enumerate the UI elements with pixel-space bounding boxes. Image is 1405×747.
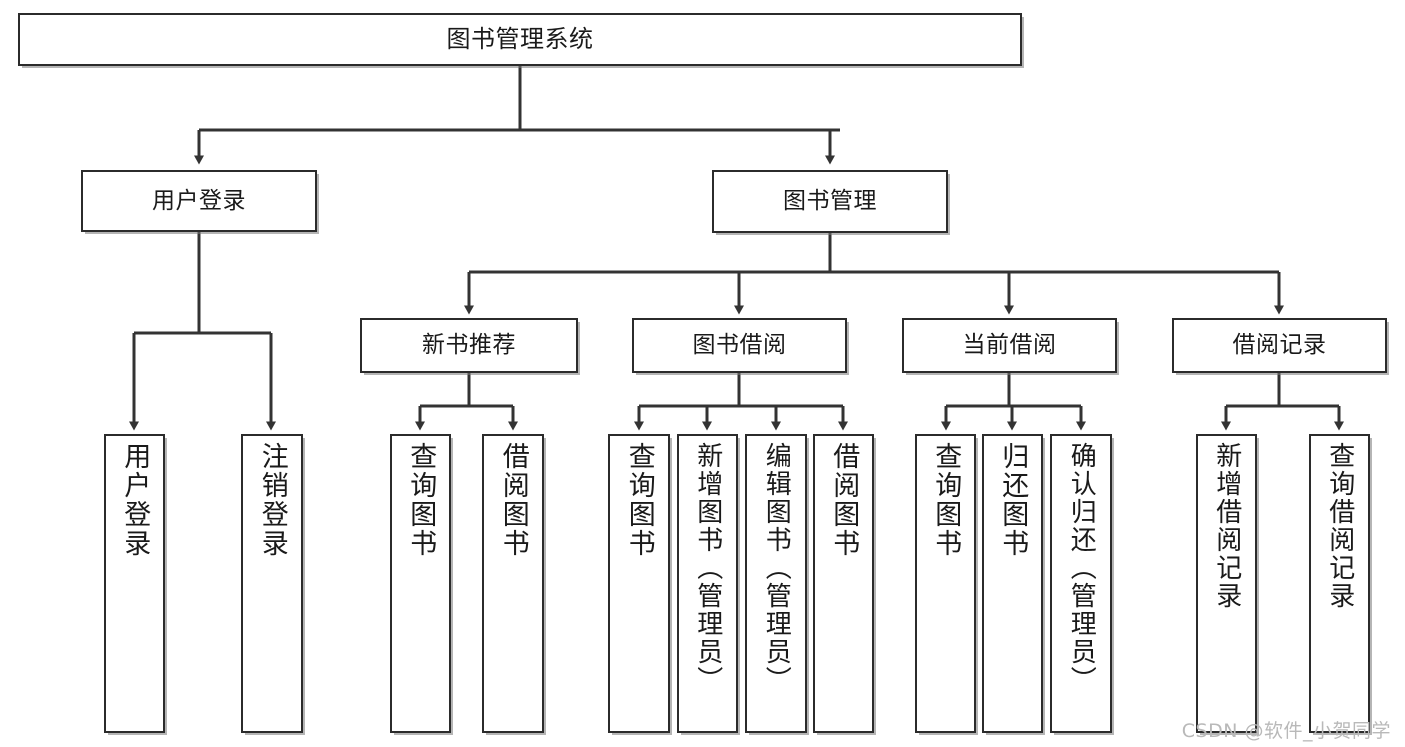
node-borrow-record[interactable]: 借阅记录	[1172, 318, 1387, 373]
node-label: 查询图书	[405, 442, 437, 558]
node-root-book-management-system[interactable]: 图书管理系统	[18, 13, 1022, 66]
leaf-book-borrow-query[interactable]: 查询图书	[608, 434, 670, 733]
leaf-current-borrow-confirm-admin[interactable]: 确认归还（管理员）	[1050, 434, 1112, 733]
node-label: 注销登录	[256, 442, 288, 558]
node-label: 借阅图书	[828, 442, 860, 558]
node-label: 查询图书	[930, 442, 962, 558]
node-book-borrow[interactable]: 图书借阅	[632, 318, 847, 373]
leaf-user-login-signout[interactable]: 注销登录	[241, 434, 303, 733]
node-new-book-recommend[interactable]: 新书推荐	[360, 318, 578, 373]
leaf-new-book-borrow[interactable]: 借阅图书	[482, 434, 544, 733]
leaf-borrow-record-add[interactable]: 新增借阅记录	[1196, 434, 1257, 733]
node-label: 新增借阅记录	[1211, 442, 1242, 610]
node-user-login[interactable]: 用户登录	[81, 170, 317, 232]
leaf-borrow-record-query[interactable]: 查询借阅记录	[1309, 434, 1370, 733]
watermark-text: CSDN @软件_小贺同学	[1181, 720, 1391, 742]
leaf-book-borrow-borrow[interactable]: 借阅图书	[813, 434, 874, 733]
node-label: 图书管理	[783, 188, 877, 215]
leaf-book-borrow-add-admin[interactable]: 新增图书（管理员）	[677, 434, 738, 733]
node-label: 确认归还（管理员）	[1066, 442, 1097, 694]
node-label: 图书借阅	[692, 332, 787, 359]
node-label: 新书推荐	[422, 332, 516, 359]
node-label: 查询借阅记录	[1324, 442, 1355, 610]
leaf-user-login-signin[interactable]: 用户登录	[104, 434, 165, 733]
node-label: 查询图书	[623, 442, 655, 558]
node-label: 归还图书	[997, 442, 1029, 558]
node-label: 用户登录	[152, 187, 246, 214]
node-label: 用户登录	[119, 442, 151, 558]
node-label: 图书管理系统	[446, 24, 594, 53]
node-label: 借阅记录	[1232, 332, 1327, 359]
leaf-current-borrow-query[interactable]: 查询图书	[915, 434, 976, 733]
leaf-new-book-query[interactable]: 查询图书	[390, 434, 451, 733]
leaf-book-borrow-edit-admin[interactable]: 编辑图书（管理员）	[745, 434, 807, 733]
node-label: 借阅图书	[497, 442, 529, 558]
node-label: 编辑图书（管理员）	[761, 442, 792, 694]
node-current-borrow[interactable]: 当前借阅	[902, 318, 1117, 373]
node-book-management[interactable]: 图书管理	[712, 170, 948, 233]
node-label: 新增图书（管理员）	[692, 442, 723, 694]
node-label: 当前借阅	[962, 332, 1057, 359]
leaf-current-borrow-return[interactable]: 归还图书	[982, 434, 1043, 733]
